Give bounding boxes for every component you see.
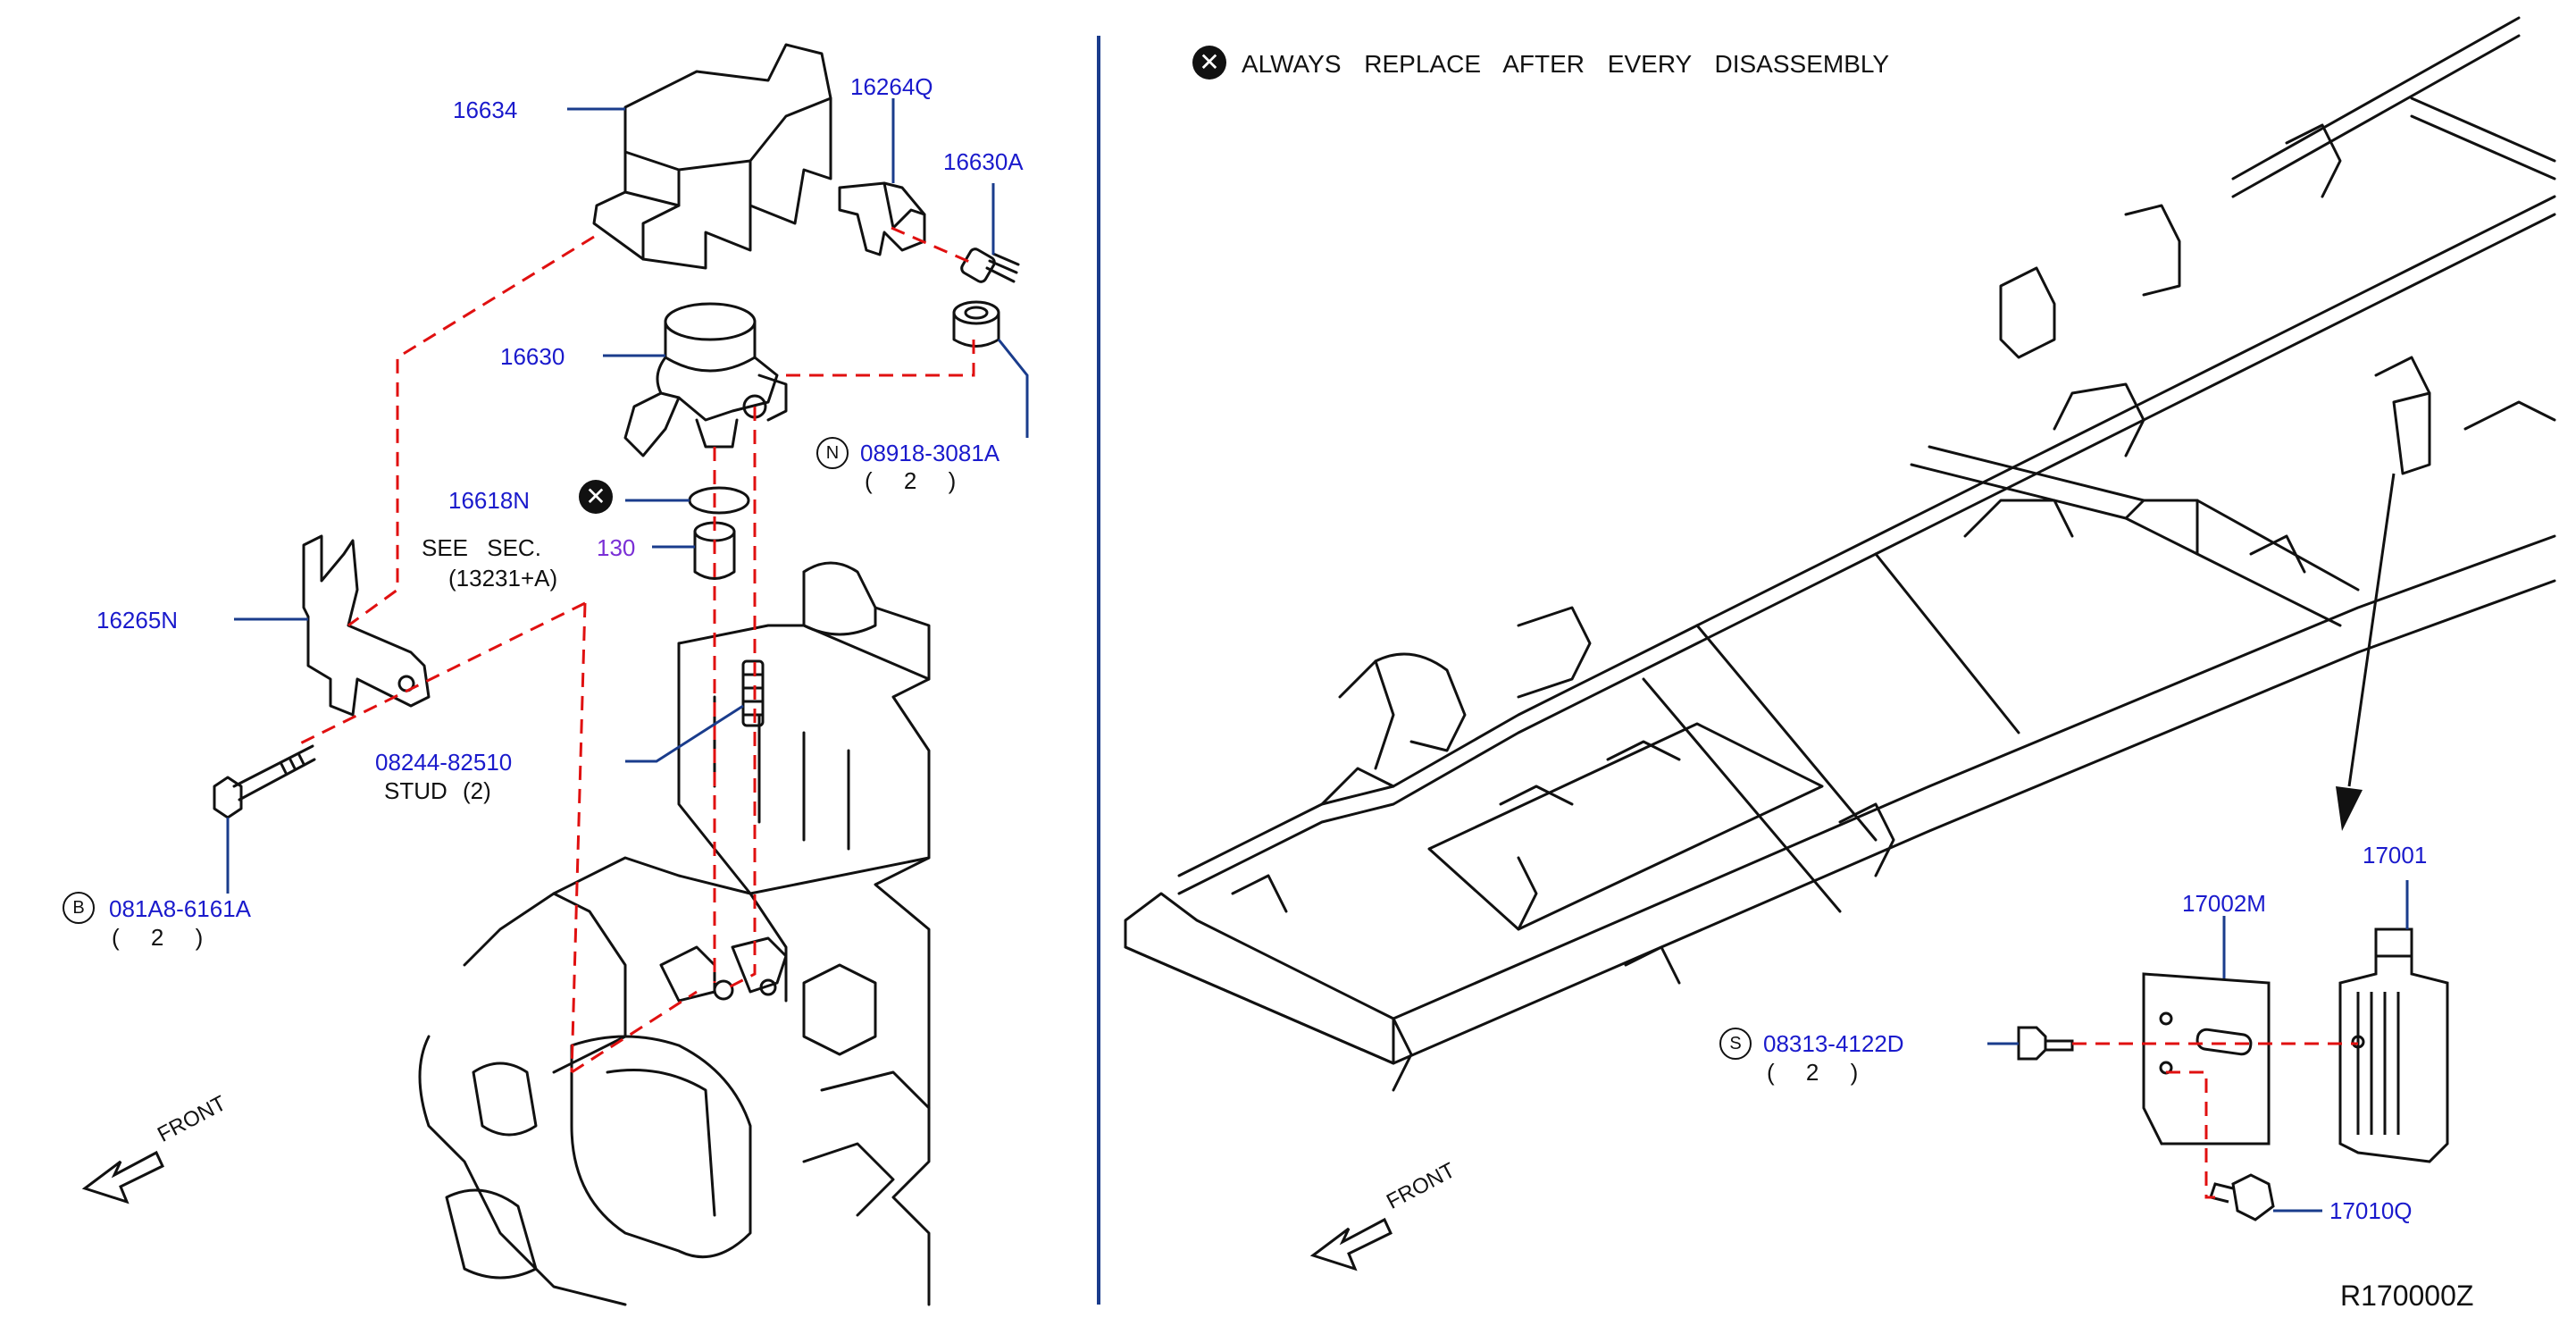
part-label-130[interactable]: 130 bbox=[597, 534, 636, 561]
fuel-pump-cover-drawing bbox=[592, 43, 832, 270]
part-label-16630a[interactable]: 16630A bbox=[943, 148, 1024, 175]
part-label-081a8-6161a[interactable]: 081A8-6161A bbox=[109, 895, 252, 922]
engine-block-drawing bbox=[418, 561, 931, 1306]
qty-081a8: ( 2 ) bbox=[112, 924, 216, 951]
front-arrow-right bbox=[1309, 1217, 1393, 1271]
replace-always-icon: ✕ bbox=[1192, 46, 1226, 80]
part-label-08313-4122d[interactable]: 08313-4122D bbox=[1763, 1030, 1904, 1057]
see-section-line2[interactable]: (13231+A) bbox=[448, 565, 558, 592]
bracket-16264q-drawing bbox=[838, 181, 926, 256]
qty-08313: ( 2 ) bbox=[1767, 1059, 1871, 1086]
control-module-17001-drawing bbox=[2338, 927, 2449, 1163]
part-label-16634[interactable]: 16634 bbox=[453, 97, 518, 123]
qty-08918: ( 2 ) bbox=[865, 467, 969, 494]
o-ring-drawing bbox=[688, 486, 750, 515]
prefix-b-badge: B bbox=[63, 892, 95, 924]
bracket-17002m-drawing bbox=[2142, 972, 2271, 1146]
part-label-16265n[interactable]: 16265N bbox=[96, 607, 179, 634]
screw-08313-drawing bbox=[2017, 1026, 2074, 1061]
stud-drawing bbox=[741, 659, 765, 727]
part-label-16264q[interactable]: 16264Q bbox=[850, 73, 933, 100]
stud-qty-text: STUD (2) bbox=[384, 777, 491, 804]
part-label-08244-82510[interactable]: 08244-82510 bbox=[375, 749, 513, 776]
part-label-08918-3081a[interactable]: 08918-3081A bbox=[860, 440, 1000, 466]
assembly-dashed-lines bbox=[294, 226, 2358, 1199]
replace-always-icon: ✕ bbox=[579, 480, 613, 514]
part-label-17010q[interactable]: 17010Q bbox=[2329, 1197, 2413, 1224]
see-section-line1: SEE SEC. bbox=[422, 534, 541, 561]
part-label-16618n[interactable]: 16618N bbox=[448, 487, 531, 514]
location-arrow bbox=[2336, 473, 2396, 831]
prefix-n-badge: N bbox=[816, 437, 849, 469]
replace-note: ALWAYS REPLACE AFTER EVERY DISASSEMBLY bbox=[1242, 50, 1890, 78]
part-label-17002m[interactable]: 17002M bbox=[2182, 890, 2266, 917]
vehicle-frame-drawing bbox=[1124, 16, 2556, 1092]
prefix-s-badge: S bbox=[1719, 1028, 1752, 1060]
bolt-17010q-drawing bbox=[2209, 1173, 2275, 1221]
leader-lines bbox=[226, 98, 2409, 1213]
bolt-16630a-drawing bbox=[960, 248, 1020, 283]
nut-08918-drawing bbox=[952, 300, 1000, 348]
bolt-081a8-drawing bbox=[213, 744, 316, 819]
part-label-17001[interactable]: 17001 bbox=[2363, 842, 2428, 869]
fuel-pump-16630-drawing bbox=[623, 302, 788, 457]
part-label-16630[interactable]: 16630 bbox=[500, 343, 565, 370]
diagram-code: R170000Z bbox=[2340, 1280, 2474, 1312]
front-arrow-left bbox=[81, 1150, 164, 1204]
